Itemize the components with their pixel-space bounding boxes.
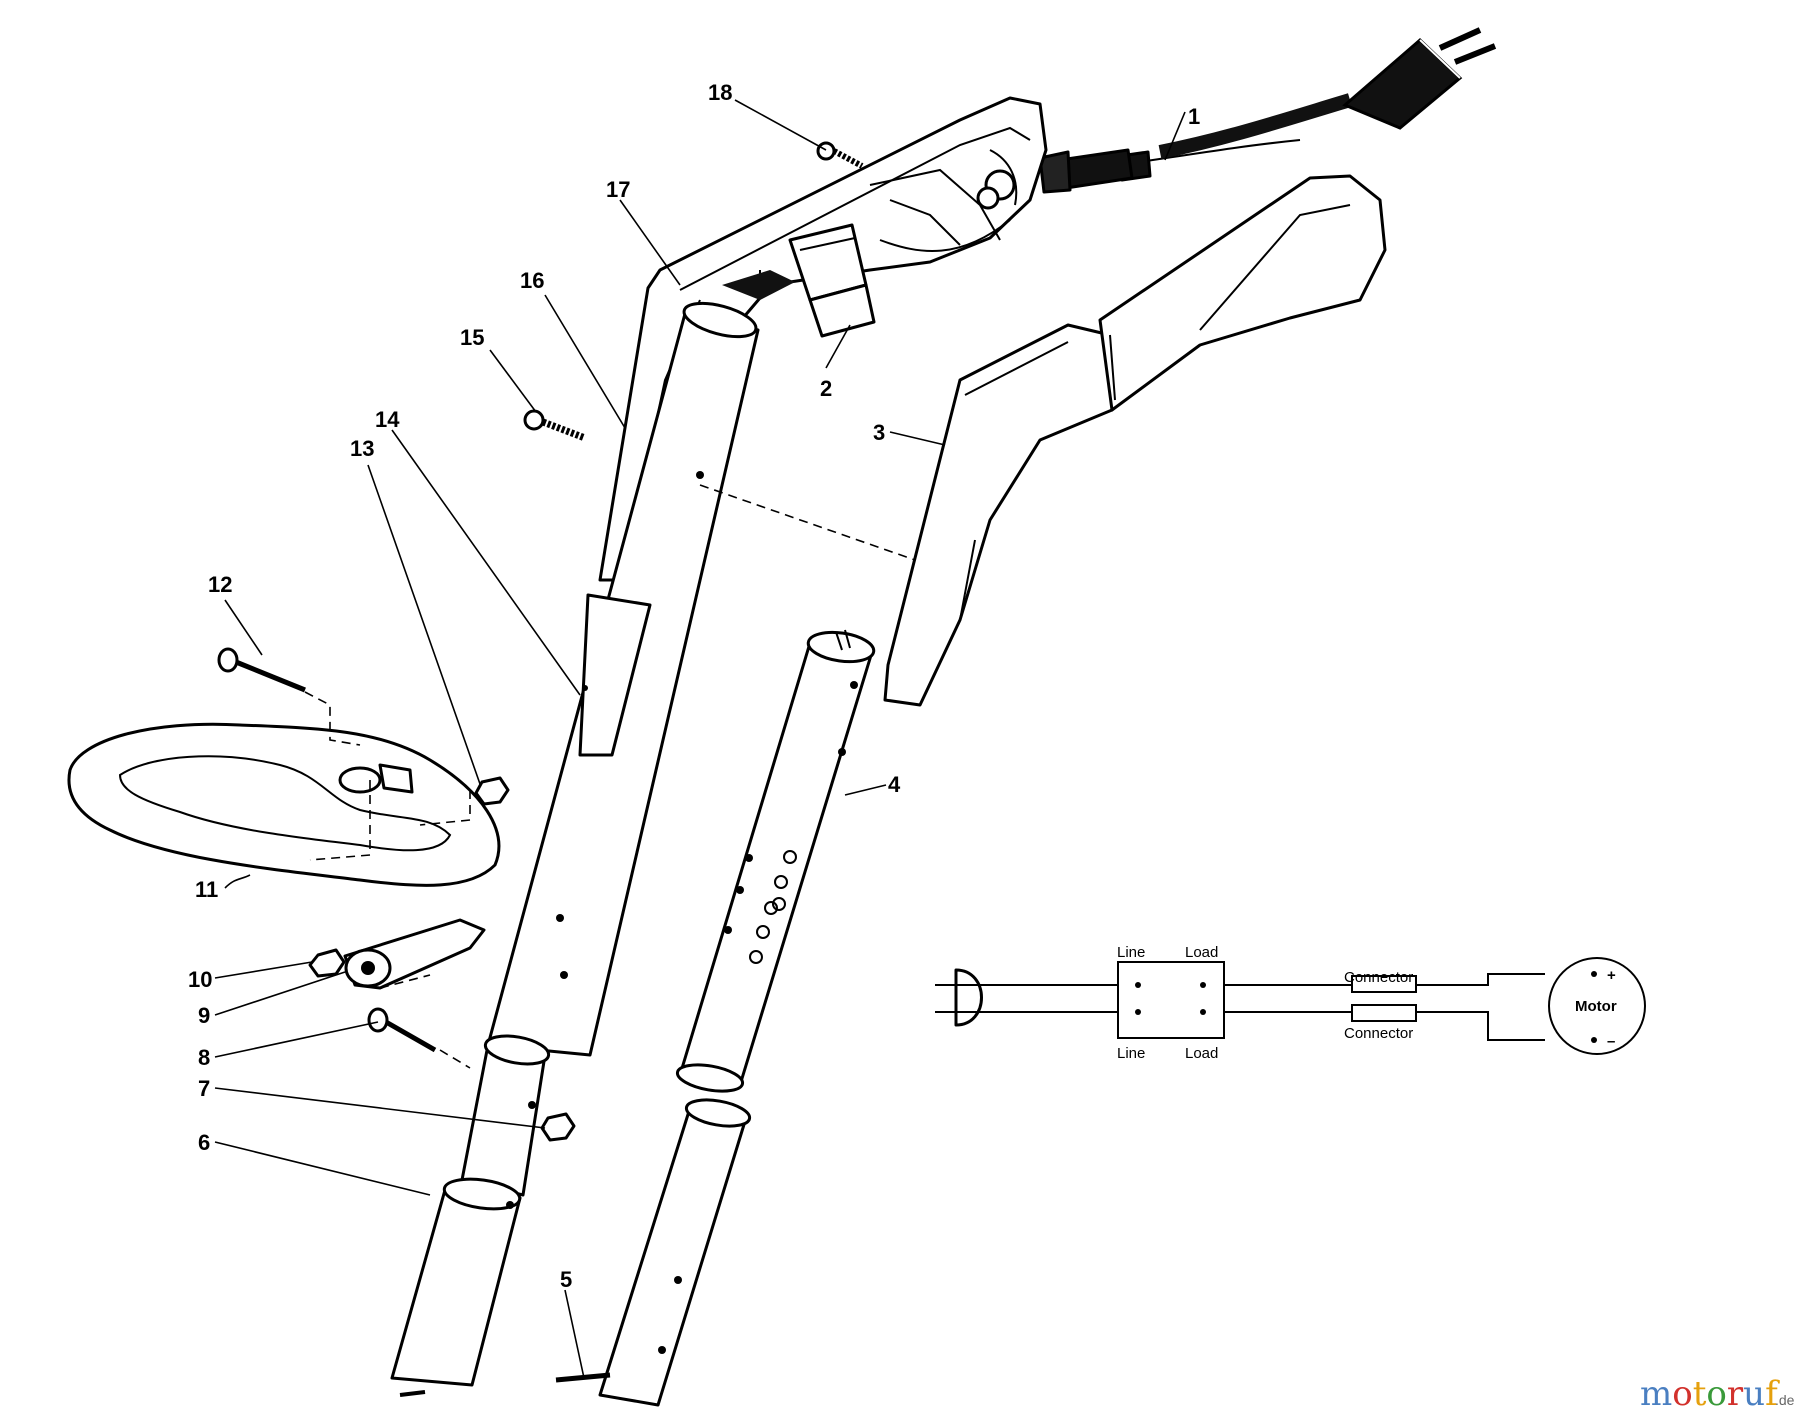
callout-14: 14 [375,407,400,432]
callout-11: 11 [195,877,218,902]
watermark-text: motoruf [1640,1374,1780,1414]
watermark-letter: f [1765,1374,1780,1414]
clamp-lever [343,918,486,990]
lower-tube [390,1034,551,1387]
callout-10: 10 [188,967,212,992]
nut-10 [308,948,346,978]
leader-lines [214,99,1186,1379]
switch-label-load-bottom: Load [1185,1045,1218,1062]
switch-label-load-top: Load [1185,944,1218,961]
switch-label-line-bottom: Line [1117,1045,1145,1062]
wiring-diagram: Line Load Line Load Connector Connector … [935,944,1646,1062]
screw-18 [816,141,864,169]
nut-13 [474,776,510,806]
motor-symbol [1548,957,1646,1055]
connector-bottom-box [1351,1004,1417,1022]
watermark-suffix: .de [1775,1392,1795,1408]
watermark-letter: t [1693,1374,1707,1414]
callout-3: 3 [873,420,885,445]
callout-6: 6 [198,1130,210,1155]
callout-17: 17 [606,177,630,202]
bottom-tube [598,1098,752,1407]
switch-box [1117,961,1225,1039]
power-cord [1038,93,1353,194]
callout-13: 13 [350,436,374,461]
callout-7: 7 [198,1076,210,1101]
watermark-logo: motoruf .de [1640,1374,1795,1414]
bolt-12 [217,647,306,693]
callout-4: 4 [888,772,901,797]
motor-plus-label: + [1607,967,1616,984]
callout-1: 1 [1188,104,1200,129]
watermark-letter: r [1727,1374,1744,1414]
callout-16: 16 [520,268,544,293]
bolt-8 [367,1007,437,1053]
callout-18: 18 [708,80,732,105]
screw-15 [523,409,587,442]
watermark-letter: m [1640,1374,1672,1414]
watermark-letter: o [1672,1374,1692,1414]
motor-minus-label: – [1607,1033,1615,1050]
motor-label: Motor [1575,998,1617,1015]
upper-tube [486,301,760,1057]
power-plug [1342,27,1497,130]
watermark-letter: u [1743,1374,1765,1414]
connector-label-bottom: Connector [1344,1025,1413,1042]
assembly-lines [304,484,916,1069]
screw-5 [399,1372,611,1397]
side-cover [883,174,1387,707]
watermark-letter: o [1706,1374,1726,1414]
callout-15: 15 [460,325,484,350]
nut-7 [540,1112,576,1142]
callout-labels: 1 2 3 4 5 6 7 8 9 10 11 12 13 14 15 16 1… [188,80,1200,1292]
callout-5: 5 [560,1267,572,1292]
switch [722,223,876,338]
center-tube [675,629,876,1093]
loop-handle [67,722,501,887]
callout-8: 8 [198,1045,210,1070]
connector-label-top: Connector [1344,969,1413,986]
callout-12: 12 [208,572,232,597]
callout-9: 9 [198,1003,210,1028]
callout-2: 2 [820,376,832,401]
switch-label-line-top: Line [1117,944,1145,961]
